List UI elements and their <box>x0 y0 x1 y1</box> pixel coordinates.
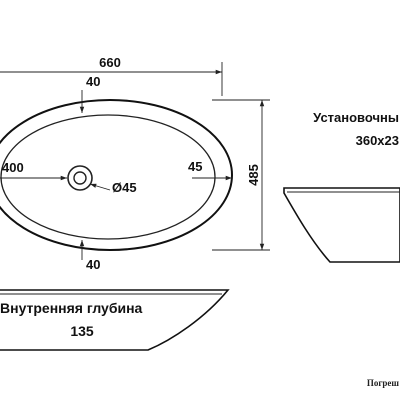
depth-overall-label: 485 <box>246 164 261 186</box>
mounting-note: Установочны 360x23 <box>313 110 399 148</box>
front-profile-outline <box>0 289 230 351</box>
front-profile: Внутренняя глубина 135 <box>0 289 230 351</box>
dimension-depth-overall: 485 <box>212 99 270 251</box>
side-profile <box>283 187 400 263</box>
rim-side-label: 45 <box>188 159 202 174</box>
tolerance-note: Погреш <box>367 378 400 388</box>
drain-outer-circle <box>67 165 93 191</box>
basin-outer-outline <box>0 99 233 251</box>
top-view <box>0 99 233 251</box>
rim-bottom-label: 40 <box>86 257 100 272</box>
leader-line <box>89 183 111 191</box>
drain-inner-circle <box>73 171 87 185</box>
dimension-rim-side: 45 <box>188 159 232 181</box>
drain-diameter-label: Ø45 <box>112 180 137 195</box>
dimension-rim-bottom: 40 <box>79 240 100 272</box>
dimension-width-overall: 660 <box>0 55 223 96</box>
width-overall-label: 660 <box>99 55 121 70</box>
basin-inner-outline <box>0 114 216 240</box>
dimension-drain-diameter: Ø45 <box>89 180 137 195</box>
inner-depth-title: Внутренняя глубина <box>0 300 143 316</box>
dimension-rim-top: 40 <box>79 74 100 113</box>
mounting-size: 360x23 <box>356 133 399 148</box>
dimension-drain-offset: 400 <box>0 160 67 181</box>
drain-offset-label: 400 <box>2 160 24 175</box>
mounting-title: Установочны <box>313 110 399 125</box>
inner-depth-value: 135 <box>70 323 94 339</box>
side-profile-outline <box>283 187 400 263</box>
rim-top-label: 40 <box>86 74 100 89</box>
